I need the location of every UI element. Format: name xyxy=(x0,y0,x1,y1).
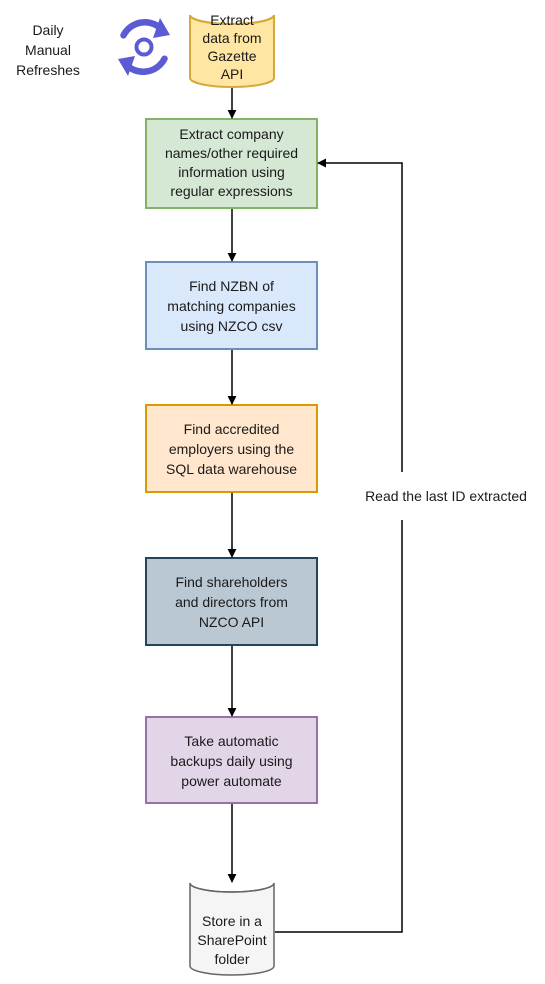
step-label-line: employers using the xyxy=(169,441,295,457)
step-label-line: using NZCO csv xyxy=(181,318,283,334)
step-box xyxy=(145,118,318,209)
step-extract-company-names: Extract company names/other required inf… xyxy=(145,118,318,209)
step-label-line: backups daily using xyxy=(170,753,292,769)
refresh-note-line: Daily xyxy=(32,22,63,38)
step-find-accredited-employers: Find accredited employers using the SQL … xyxy=(145,404,318,493)
step-label-line: and directors from xyxy=(175,594,288,610)
step-label-line: regular expressions xyxy=(170,183,292,199)
step-label-line: SQL data warehouse xyxy=(166,461,297,477)
step-box xyxy=(145,557,318,646)
store-label-line: SharePoint xyxy=(197,932,266,948)
refresh-cycle-icon xyxy=(118,18,170,76)
step-find-shareholders: Find shareholders and directors from NZC… xyxy=(145,557,318,646)
step-label-line: power automate xyxy=(181,773,282,789)
source-label-line: Extract xyxy=(210,12,254,28)
step-label-line: matching companies xyxy=(167,298,295,314)
source-label-line: Gazette xyxy=(207,48,256,64)
step-label-line: Extract company xyxy=(179,126,283,142)
store-label-line: Store in a xyxy=(202,913,262,929)
step-find-nzbn: Find NZBN of matching companies using NZ… xyxy=(145,261,318,350)
sharepoint-store: Store in a SharePoint folder xyxy=(189,882,275,976)
step-label-line: Take automatic xyxy=(184,733,278,749)
sharepoint-cylinder-top xyxy=(189,882,275,893)
step-label-line: information using xyxy=(178,164,285,180)
source-label-line: API xyxy=(221,66,244,82)
connectors xyxy=(227,88,403,933)
store-label-line: folder xyxy=(214,951,249,967)
step-label-line: NZCO API xyxy=(199,614,264,630)
step-automatic-backups: Take automatic backups daily using power… xyxy=(145,716,318,804)
step-label-line: Find NZBN of xyxy=(189,278,274,294)
gazette-api-cylinder-top xyxy=(189,14,275,25)
gazette-api-source: Extract data from Gazette API xyxy=(189,12,275,88)
loop-line-upper xyxy=(317,158,403,472)
refresh-note-line: Refreshes xyxy=(16,62,80,78)
step-label-line: names/other required xyxy=(165,145,298,161)
loop-label: Read the last ID extracted xyxy=(365,488,527,504)
source-label-line: data from xyxy=(202,30,261,46)
step-label-line: Find shareholders xyxy=(175,574,287,590)
step-box xyxy=(145,261,318,350)
refresh-note: Daily Manual Refreshes xyxy=(16,22,80,78)
step-box xyxy=(145,404,318,493)
loop-line-lower xyxy=(275,520,403,933)
step-label-line: Find accredited xyxy=(184,421,280,437)
refresh-note-line: Manual xyxy=(25,42,71,58)
step-box xyxy=(145,716,318,804)
